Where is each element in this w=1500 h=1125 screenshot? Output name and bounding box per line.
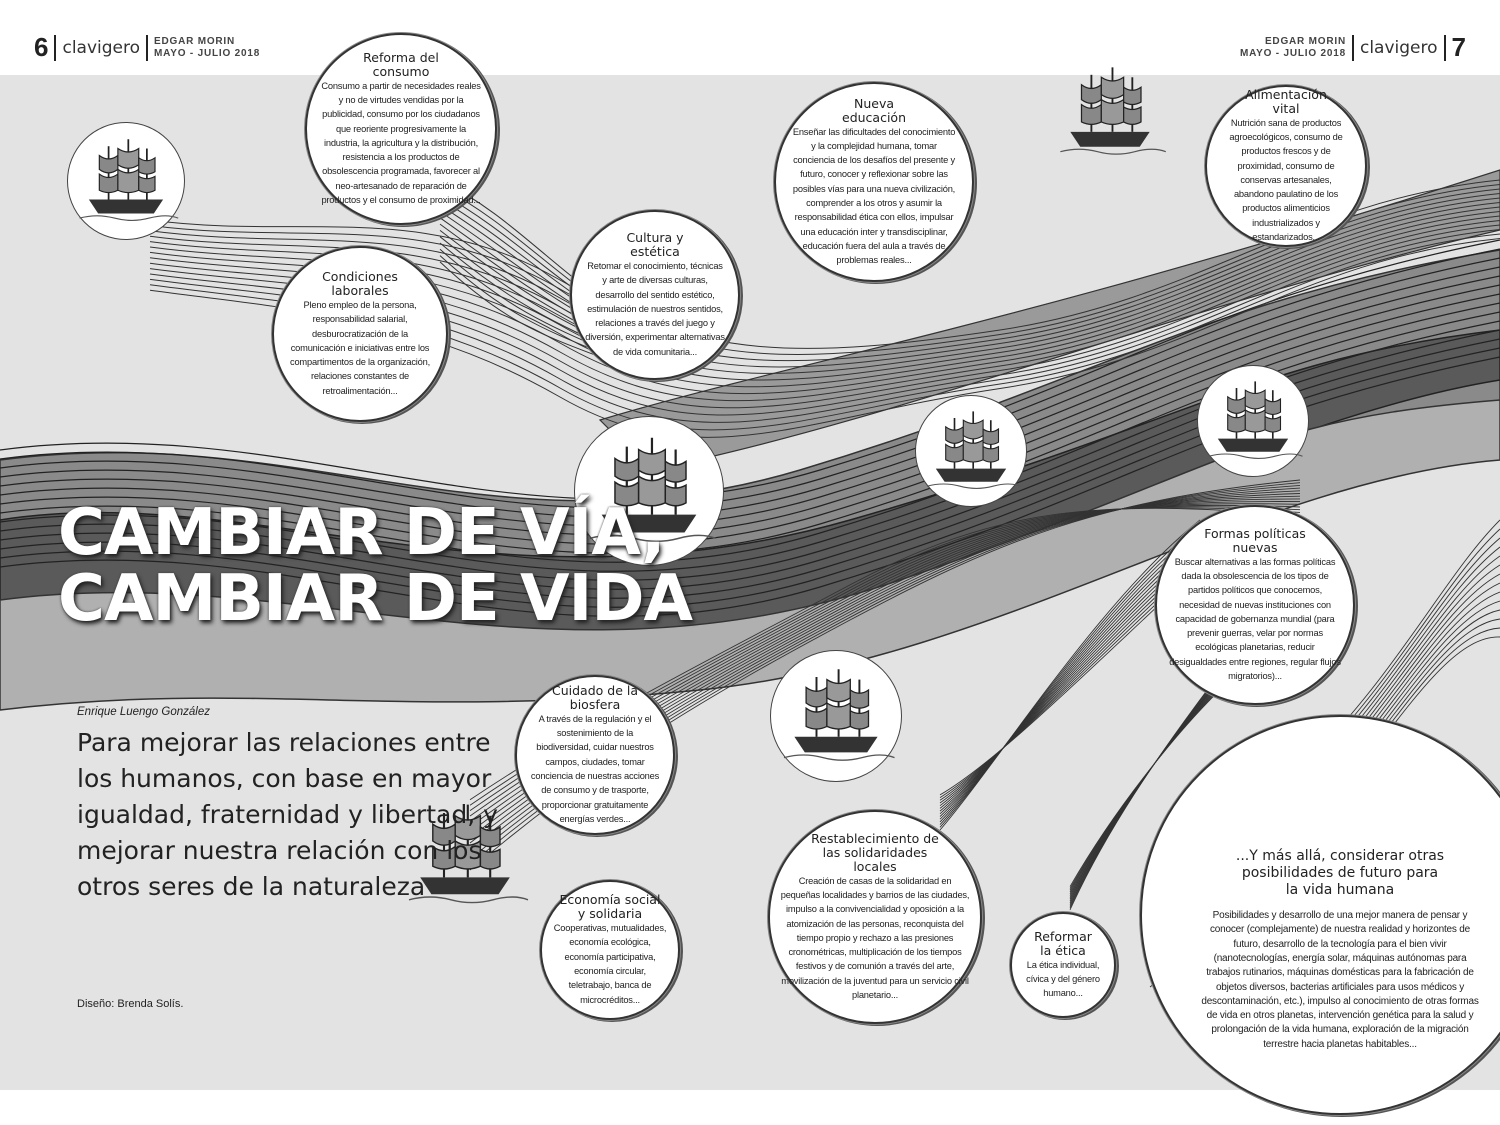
wave-line [149,184,1500,355]
wave-line [0,266,1500,527]
ship-icon [1060,67,1167,155]
ship-illustration [395,785,535,925]
bubble-title: Cuidado de la biosfera [551,682,638,712]
bubble-body: A través de la regulación y el sostenimi… [530,713,660,824]
ship-illustration [915,395,1027,507]
wave-line [939,523,1201,828]
wave-line [939,526,1201,825]
bubble-reforma-consumo: Reforma del consumo Consumo a partir de … [305,33,497,225]
title-line-1: CAMBIAR DE VÍA, [58,496,665,570]
ship-icon [783,669,895,761]
bubble-alimentacion-vital: Alimentación vital Nutrición sana de pro… [1205,85,1367,247]
ship-illustration [1197,365,1309,477]
wave-line [0,275,1500,536]
bubble-body: Pleno empleo de la persona, responsabili… [290,299,430,396]
wave-line [939,519,1201,831]
bubble-title: Reforma del consumo [363,49,439,79]
bubble-body: Enseñar las dificultades del conocimient… [792,126,956,266]
title-line-2: CAMBIAR DE VIDA [58,562,693,636]
article-title: CAMBIAR DE VÍA, CAMBIAR DE VIDA [58,496,693,636]
bubble-title: Alimentación vital [1245,86,1327,116]
wave-line [149,179,1500,349]
bubble-solidaridades-locales: Restablecimiento de las solidaridades lo… [768,810,982,1024]
ship-illustration [1048,50,1172,174]
byline: Enrique Luengo González [77,706,210,718]
bubble-reformar-etica: Reformar la ética La ética individual, c… [1010,912,1116,1018]
ship-icon [79,139,179,222]
bubble-body: La ética individual, cívica y del género… [1026,959,1100,999]
ship-icon [589,437,716,543]
divider [146,34,149,61]
bubble-title: Restablecimiento de las solidaridades lo… [811,830,939,874]
issue-date: MAYO - JULIO 2018 [154,47,261,59]
bubble-nueva-educacion: Nueva educación Enseñar las dificultades… [774,82,974,282]
page-number: 7 [1451,32,1466,62]
bubble-title: Economía social y solidaria [559,892,661,922]
magazine-name: clavigero [62,37,141,58]
issue-date: MAYO - JULIO 2018 [1239,47,1346,59]
wave-line [149,188,1500,362]
bubble-cuidado-biosfera: Cuidado de la biosfera A través de la re… [515,675,675,835]
page-number: 6 [34,32,49,62]
ship-illustration [67,122,185,240]
bubble-title: Reformar la ética [1034,928,1092,958]
ship-illustration [574,416,724,566]
bubble-body: Posibilidades y desarrollo de una mejor … [1201,910,1479,1050]
bubble-body: Retomar el conocimiento, técnicas y arte… [585,260,725,357]
author-name: EDGAR MORIN [1264,35,1346,47]
bubble-economia-social: Economía social y solidaria Cooperativas… [540,880,680,1020]
bubble-title: Nueva educación [842,95,906,125]
wave-line [0,248,1500,509]
wave-line [0,284,1500,545]
divider [54,34,57,61]
wave-line [0,293,1500,554]
subtitle: Para mejorar las relaciones entre los hu… [77,728,498,901]
bubble-title: Formas políticas nuevas [1204,525,1306,555]
bubble-body: Cooperativas, mutualidades, economía eco… [553,923,667,1005]
bubble-mas-alla: ...Y más allá, considerar otras posibili… [1140,715,1500,1115]
ship-icon [408,804,529,904]
author-name: EDGAR MORIN [154,35,236,47]
design-credit: Diseño: Brenda Solís. [77,998,184,1010]
bubble-cultura-estetica: Cultura y estética Retomar el conocimien… [570,210,740,380]
wave-line [939,530,1201,823]
ship-icon [1208,381,1303,459]
magazine-name: clavigero [1359,37,1438,58]
wave-band [0,399,1500,711]
bubble-title: Cultura y estética [626,229,684,259]
wave-line [0,257,1500,518]
divider [1443,34,1446,61]
bubble-body: Nutrición sana de productos agroecológic… [1229,117,1343,243]
ship-illustration [770,650,902,782]
bubble-body: Buscar alternativas a las formas polític… [1169,556,1341,682]
ship-icon [926,411,1021,489]
bubble-condiciones-laborales: Condiciones laborales Pleno empleo de la… [272,246,448,422]
bubble-title: ...Y más allá, considerar otras posibili… [1235,848,1445,899]
divider [1351,34,1354,61]
bubble-title: Condiciones laborales [322,268,398,298]
bubble-formas-politicas: Formas políticas nuevas Buscar alternati… [1155,505,1355,705]
bubble-body: Creación de casas de la solidaridad en p… [780,875,970,1001]
bubble-body: Consumo a partir de necesidades reales y… [321,80,481,206]
